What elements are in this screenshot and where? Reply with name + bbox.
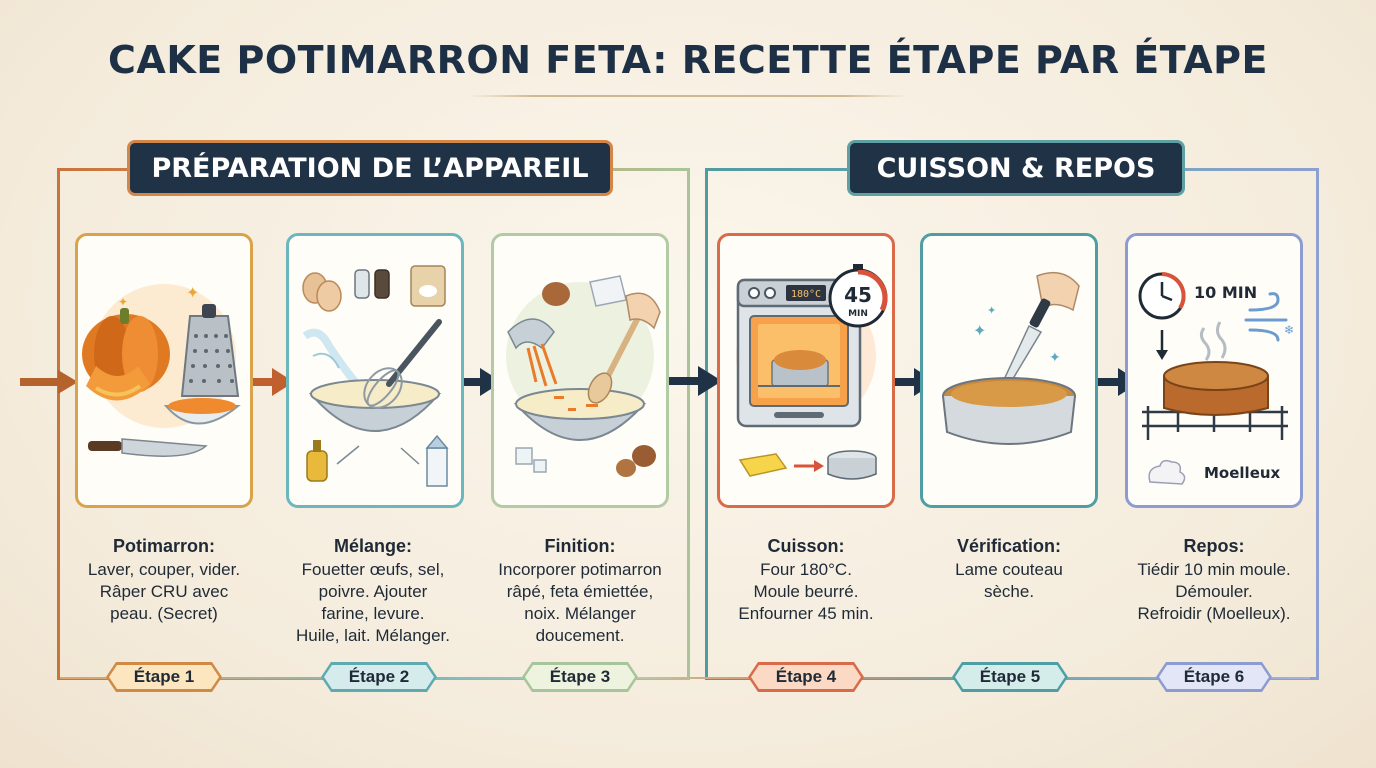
bowl-whisk-icon xyxy=(363,319,442,409)
step-5-title: Vérification: xyxy=(956,536,1062,556)
cake-pan-icon xyxy=(827,450,877,480)
grater-icon xyxy=(180,304,240,397)
butter-icon xyxy=(738,453,788,477)
step-6-title: Repos: xyxy=(1183,536,1245,556)
step-1-line: Râper CRU avec xyxy=(99,582,229,601)
step-6-line: Démouler. xyxy=(1175,582,1253,601)
svg-text:✦: ✦ xyxy=(987,305,996,317)
oil-bottle-icon xyxy=(306,440,328,482)
clock-icon xyxy=(1138,272,1186,320)
timer-value: 45 xyxy=(844,283,872,307)
flow-arrow-icon xyxy=(664,366,722,396)
page-title: CAKE POTIMARRON FETA: RECETTE ÉTAPE PAR … xyxy=(108,38,1268,82)
step-3-title: Finition: xyxy=(544,536,616,556)
knife-icon xyxy=(88,438,208,457)
step-3-line: râpé, feta émiettée, xyxy=(506,582,654,601)
step-5-line: sèche. xyxy=(983,582,1035,601)
step-4-line: Moule beurré. xyxy=(753,582,859,601)
pumpkin-icon xyxy=(82,308,170,401)
step-4-illustration-card: 180°C 45 MIN xyxy=(717,233,895,508)
step-3-tag: Étape 3 xyxy=(522,662,638,692)
step-1-line: Laver, couper, vider. xyxy=(87,560,241,579)
title-divider xyxy=(468,95,908,97)
oven-display: 180°C xyxy=(791,289,821,300)
svg-text:✦: ✦ xyxy=(186,285,199,302)
step-5-description: Vérification: Lame couteau sèche. xyxy=(906,535,1112,603)
step-6-line: Tiédir 10 min moule. xyxy=(1137,560,1291,579)
pumpkin-grater-illustration: ✦ ✦ xyxy=(82,284,241,457)
wind-icon xyxy=(1244,292,1288,342)
flow-arrow-icon xyxy=(250,368,294,396)
step-6-line: Refroidir (Moelleux). xyxy=(1137,604,1291,623)
step-2-line: Fouetter œufs, sel, xyxy=(301,560,445,579)
step-1-tag: Étape 1 xyxy=(106,662,222,692)
step-3-description: Finition: Incorporer potimarron râpé, fe… xyxy=(477,535,683,647)
svg-text:❄: ❄ xyxy=(1284,323,1294,337)
phase-cuisson-badge: CUISSON & REPOS xyxy=(847,140,1185,196)
step-2-tag: Étape 2 xyxy=(321,662,437,692)
cream-icon xyxy=(1148,459,1186,485)
milk-carton-icon xyxy=(425,434,449,487)
step-4-line: Four 180°C. xyxy=(760,560,852,579)
cooling-illustration: 10 MIN ❄ Moelleux xyxy=(1138,272,1294,485)
svg-text:✦: ✦ xyxy=(1049,349,1061,365)
oven-illustration: 180°C 45 MIN xyxy=(736,264,888,480)
tag-connector xyxy=(60,677,1310,679)
step-5-tag-label: Étape 5 xyxy=(979,667,1041,686)
step-1-tag-label: Étape 1 xyxy=(133,667,195,686)
cake-pan-icon xyxy=(942,377,1076,445)
folding-illustration xyxy=(506,275,661,477)
step-2-line: Huile, lait. Mélanger. xyxy=(295,626,451,645)
step-6-tag: Étape 6 xyxy=(1156,662,1272,692)
step-2-line: farine, levure. xyxy=(321,604,425,623)
eggs-icon xyxy=(302,272,342,312)
feta-icon xyxy=(515,275,627,473)
svg-text:✦: ✦ xyxy=(118,295,128,309)
step-1-line: peau. (Secret) xyxy=(110,604,218,623)
step-4-line: Enfourner 45 min. xyxy=(738,604,874,623)
step-4-title: Cuisson: xyxy=(767,536,845,556)
step-3-line: noix. Mélanger xyxy=(524,604,636,623)
step-2-title: Mélange: xyxy=(333,536,412,556)
step-1-description: Potimarron: Laver, couper, vider. Râper … xyxy=(61,535,267,625)
step-4-description: Cuisson: Four 180°C. Moule beurré. Enfou… xyxy=(703,535,909,625)
texture-label: Moelleux xyxy=(1204,464,1281,482)
timer-unit: MIN xyxy=(848,309,868,319)
step-3-line: doucement. xyxy=(535,626,625,645)
step-2-tag-label: Étape 2 xyxy=(348,667,410,686)
step-5-tag: Étape 5 xyxy=(952,662,1068,692)
oven-icon: 180°C xyxy=(736,278,862,428)
phase-preparation-badge: PRÉPARATION DE L’APPAREIL xyxy=(127,140,613,196)
step-6-illustration-card: 10 MIN ❄ Moelleux xyxy=(1125,233,1303,508)
step-1-title: Potimarron: xyxy=(112,536,215,556)
step-6-tag-label: Étape 6 xyxy=(1183,667,1245,686)
step-4-tag: Étape 4 xyxy=(748,662,864,692)
walnut-icon xyxy=(542,282,656,477)
step-3-illustration-card xyxy=(491,233,669,508)
step-6-description: Repos: Tiédir 10 min moule. Démouler. Re… xyxy=(1111,535,1317,625)
step-2-description: Mélange: Fouetter œufs, sel, poivre. Ajo… xyxy=(270,535,476,647)
step-3-tag-label: Étape 3 xyxy=(549,667,611,686)
salt-pepper-icon xyxy=(354,269,390,299)
step-2-illustration-card xyxy=(286,233,464,508)
step-2-line: poivre. Ajouter xyxy=(318,582,428,601)
rest-time-label: 10 MIN xyxy=(1194,283,1257,302)
svg-text:✦: ✦ xyxy=(973,323,986,340)
step-1-illustration-card: ✦ ✦ xyxy=(75,233,253,508)
step-5-line: Lame couteau xyxy=(955,560,1063,579)
step-3-line: Incorporer potimarron xyxy=(498,560,662,579)
knife-test-illustration: ✦ ✦ ✦ xyxy=(942,271,1080,445)
step-5-illustration-card: ✦ ✦ ✦ xyxy=(920,233,1098,508)
step-4-tag-label: Étape 4 xyxy=(775,667,837,686)
mixing-bowl-illustration xyxy=(302,265,449,487)
timer-icon: 45 MIN xyxy=(828,264,888,328)
cake-icon xyxy=(1163,361,1269,416)
flow-arrow-icon xyxy=(20,370,78,394)
flour-bag-icon xyxy=(410,265,446,307)
